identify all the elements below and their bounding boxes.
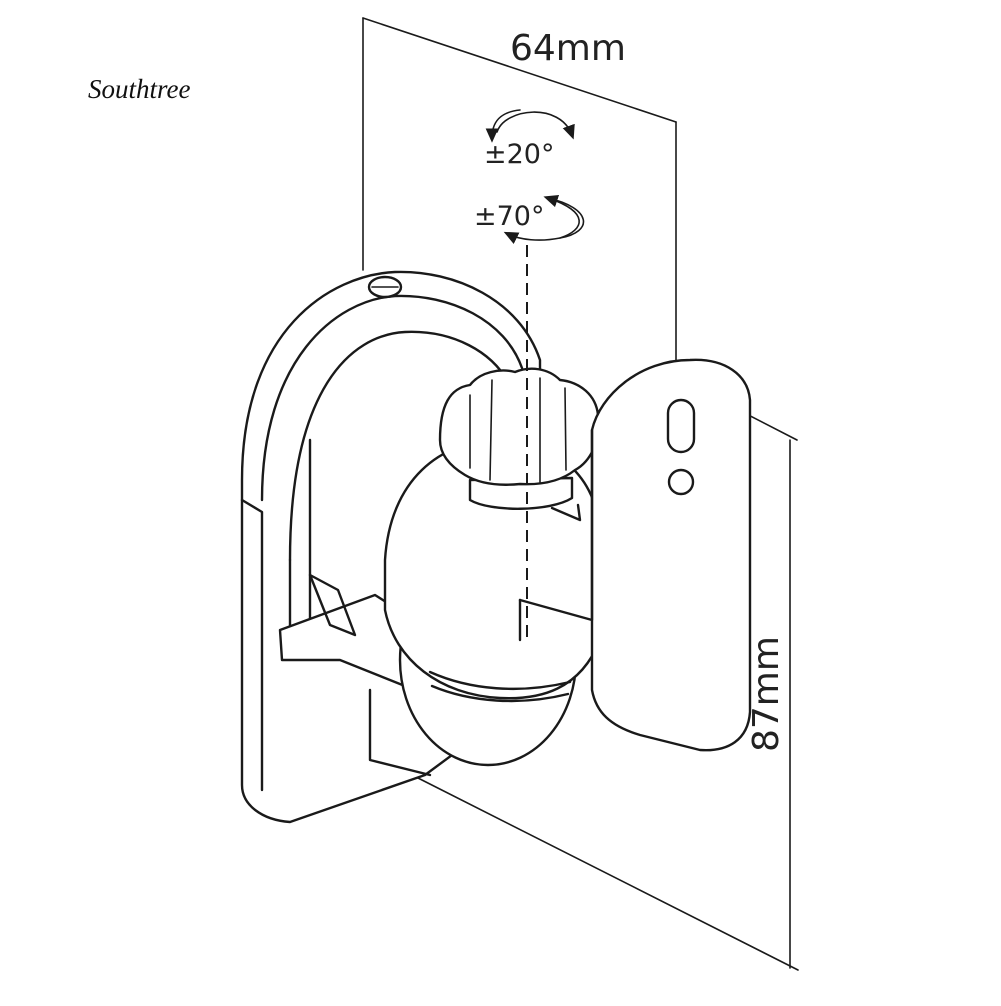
locking-knob — [438, 367, 600, 522]
swivel-angle-label: ±70° — [474, 201, 544, 232]
swivel-arrow — [503, 194, 585, 245]
brand-watermark: Southtree — [88, 74, 191, 104]
height-dimension-label: 87mm — [746, 636, 787, 752]
speaker-plate — [518, 358, 752, 752]
tilt-angle-label: ±20° — [484, 139, 554, 170]
width-dimension-label: 64mm — [510, 28, 626, 69]
tilt-arrow — [485, 109, 575, 143]
